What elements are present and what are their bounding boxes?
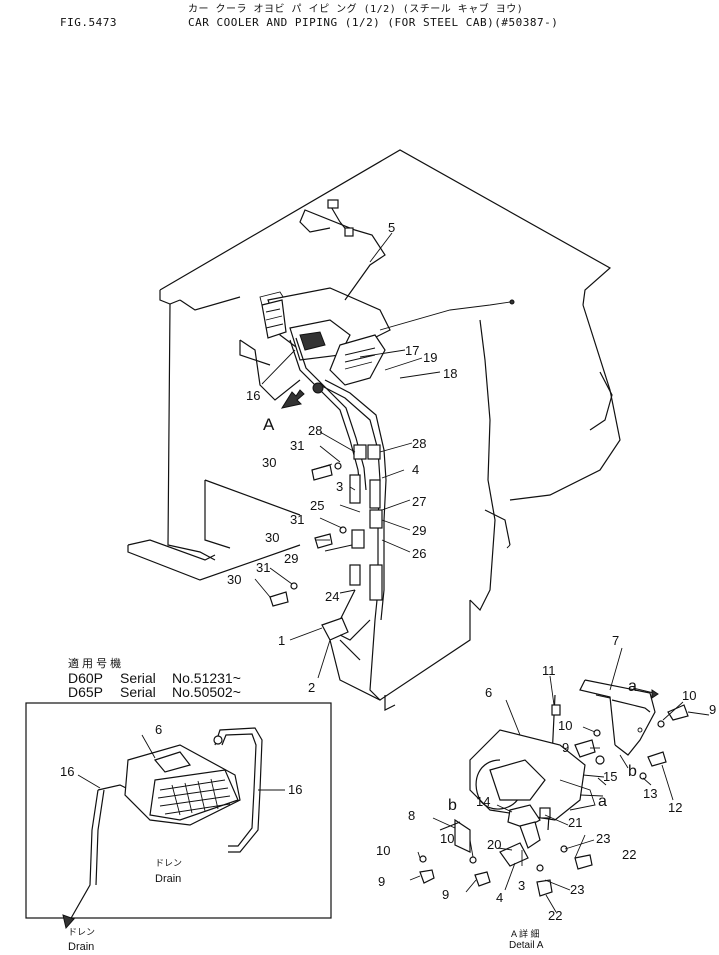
ref-a-label: a <box>598 793 607 810</box>
callout-22: 22 <box>548 908 562 923</box>
callout-6: 6 <box>485 685 492 700</box>
bolts-left <box>269 462 347 607</box>
callout-3: 3 <box>518 878 525 893</box>
callouts-main: 5 17 19 18 16 A 28 28 31 30 4 3 27 25 31… <box>227 220 457 695</box>
callout-6: 6 <box>155 722 162 737</box>
callout-10: 10 <box>376 843 390 858</box>
callout-7: 7 <box>612 633 619 648</box>
callout-2: 2 <box>308 680 315 695</box>
callout-31: 31 <box>256 560 270 575</box>
view-a-arrow <box>280 389 305 409</box>
drain-arrow-left <box>62 914 75 930</box>
callout-23: 23 <box>596 831 610 846</box>
callout-24: 24 <box>325 589 339 604</box>
callout-16: 16 <box>288 782 302 797</box>
callout-25: 25 <box>310 498 324 513</box>
serial-number: No.51231~ <box>172 670 241 686</box>
serial-row-d60p: D60P Serial No.51231~ <box>68 671 241 685</box>
detail-a-label: Detail A <box>509 940 544 951</box>
callout-27: 27 <box>412 494 426 509</box>
inset-frame <box>25 702 332 919</box>
detail-a: 7 a 11 10 9 6 10 9 b 15 13 12 a b 8 14 2… <box>376 633 716 951</box>
callout-29: 29 <box>412 523 426 538</box>
view-a-label: A <box>263 415 275 434</box>
title-japanese: カー クーラ オヨビ パ イピ ング (1/2) (スチール キャブ ヨウ) <box>188 4 524 15</box>
callout-3: 3 <box>336 479 343 494</box>
callout-28: 28 <box>308 423 322 438</box>
callout-9: 9 <box>709 702 716 717</box>
cooler-unit <box>261 287 515 386</box>
callout-17: 17 <box>405 343 419 358</box>
drain-label: Drain <box>155 873 181 885</box>
callout-16: 16 <box>246 388 260 403</box>
ref-a-label: a <box>628 678 637 695</box>
drain-label-jp: ドレン <box>68 927 95 937</box>
callout-5: 5 <box>388 220 395 235</box>
callout-22: 22 <box>622 847 636 862</box>
callout-16: 16 <box>60 764 74 779</box>
callout-18: 18 <box>443 366 457 381</box>
callout-9: 9 <box>562 740 569 755</box>
serial-number: No.50502~ <box>172 684 241 700</box>
leader-lines <box>254 232 441 679</box>
callout-9: 9 <box>378 874 385 889</box>
serial-model: D60P <box>68 670 104 686</box>
detail-a-label-jp: A 詳 細 <box>511 928 540 939</box>
callout-28: 28 <box>412 436 426 451</box>
piping <box>289 199 387 701</box>
callout-8: 8 <box>408 808 415 823</box>
serial-heading-jp: 適 用 号 機 <box>68 658 122 670</box>
callout-14: 14 <box>476 794 490 809</box>
callout-23: 23 <box>570 882 584 897</box>
callout-15: 15 <box>603 769 617 784</box>
callout-1: 1 <box>278 633 285 648</box>
callout-30: 30 <box>265 530 279 545</box>
callout-13: 13 <box>643 786 657 801</box>
callout-12: 12 <box>668 800 682 815</box>
callout-10: 10 <box>440 831 454 846</box>
callout-29: 29 <box>284 551 298 566</box>
callout-20: 20 <box>487 837 501 852</box>
drain-inset: 6 16 16 ドレン Drain ドレン <box>25 702 332 937</box>
callout-11: 11 <box>542 663 556 678</box>
serial-row-d65p: D65P Serial No.50502~ <box>68 685 241 699</box>
callout-10: 10 <box>682 688 696 703</box>
callout-21: 21 <box>568 815 582 830</box>
serial-word: Serial <box>120 684 156 700</box>
callout-30: 30 <box>262 455 276 470</box>
drain-label-jp: ドレン <box>155 858 182 868</box>
callout-31: 31 <box>290 512 304 527</box>
callout-4: 4 <box>496 890 503 905</box>
figure-number: FIG.5473 <box>60 16 117 29</box>
serial-word: Serial <box>120 670 156 686</box>
callout-9: 9 <box>442 887 449 902</box>
drain-label: Drain <box>68 941 94 953</box>
callout-10: 10 <box>558 718 572 733</box>
callout-26: 26 <box>412 546 426 561</box>
callout-31: 31 <box>290 438 304 453</box>
serial-model: D65P <box>68 684 104 700</box>
ref-b-label: b <box>448 797 457 814</box>
ref-b-label: b <box>628 763 637 780</box>
callout-30: 30 <box>227 572 241 587</box>
diagram-title: CAR COOLER AND PIPING (1/2) (FOR STEEL C… <box>188 16 559 29</box>
callout-4: 4 <box>412 462 419 477</box>
callout-19: 19 <box>423 350 437 365</box>
